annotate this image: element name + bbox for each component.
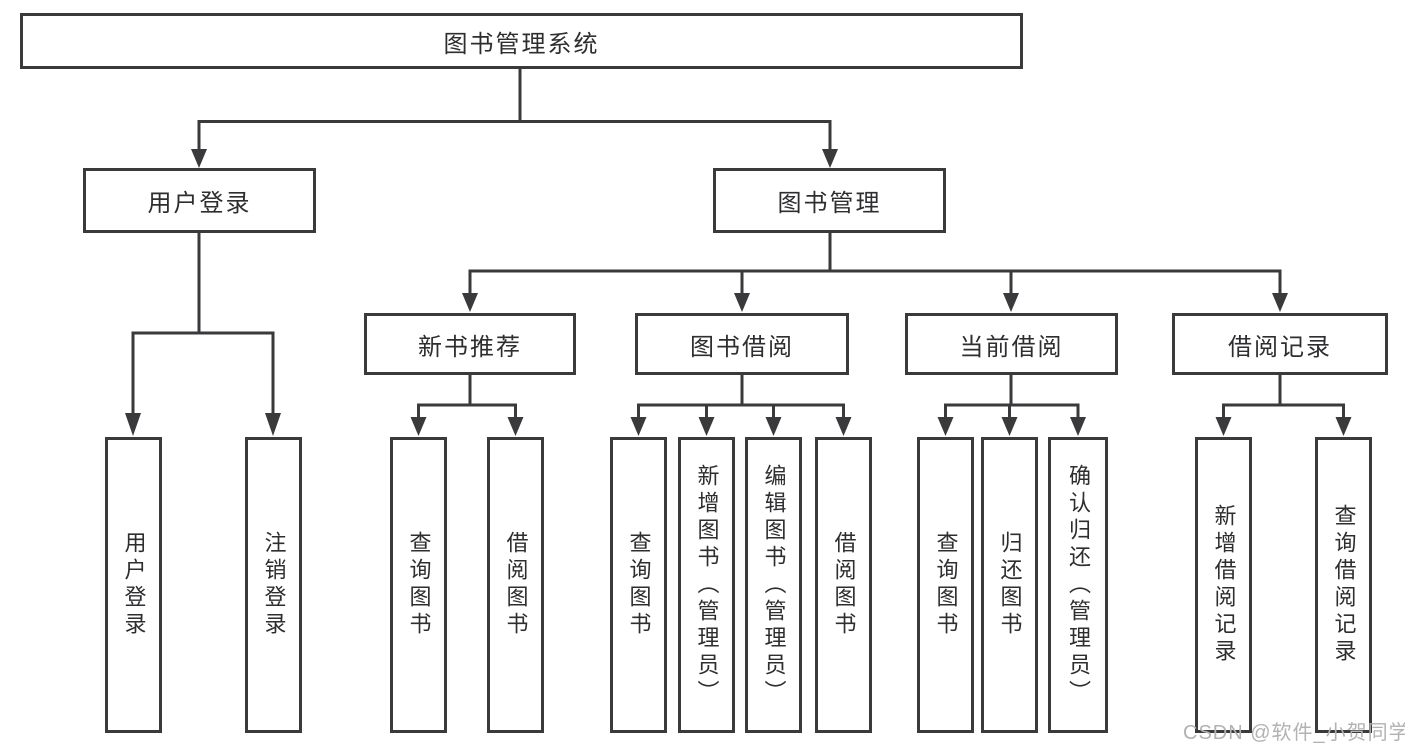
arrowhead-icon <box>265 413 281 436</box>
node-label: 查询图书 <box>933 531 959 639</box>
arrowhead-icon <box>835 417 852 436</box>
arrowhead-icon <box>1070 417 1086 436</box>
leaf-borrow-books-recommend: 借阅图书 <box>487 437 544 733</box>
arrowhead-icon <box>937 417 954 436</box>
node-label: 图书借阅 <box>690 333 794 361</box>
node-label: 编辑图书（管理员） <box>761 463 787 707</box>
leaf-query-borrow-record: 查询借阅记录 <box>1315 437 1372 733</box>
node-book-management: 图书管理 <box>713 168 946 233</box>
arrowhead-icon <box>191 149 207 168</box>
node-current-borrowing: 当前借阅 <box>905 313 1118 375</box>
node-user-login: 用户登录 <box>83 168 316 233</box>
leaf-query-books-current: 查询图书 <box>917 437 974 733</box>
arrowhead-icon <box>630 417 647 436</box>
node-label: 借阅图书 <box>831 531 857 639</box>
node-label: 用户登录 <box>147 190 252 217</box>
connector-root-arrow-stems <box>197 120 832 149</box>
leaf-query-books-recommend: 查询图书 <box>390 437 447 733</box>
node-label: 图书管理系统 <box>443 30 600 58</box>
leaf-return-books: 归还图书 <box>981 437 1038 733</box>
arrowhead-icon <box>822 149 838 168</box>
node-label: 归还图书 <box>997 531 1023 639</box>
node-label: 新书推荐 <box>418 333 522 361</box>
arrowhead-icon <box>1003 293 1019 312</box>
node-label: 新增图书（管理员） <box>694 463 720 707</box>
node-label: 新增借阅记录 <box>1211 504 1237 666</box>
leaf-borrow-books: 借阅图书 <box>815 437 872 733</box>
leaf-add-books-admin: 新增图书（管理员） <box>678 437 735 733</box>
connector-level3-stems <box>468 375 1282 407</box>
arrowhead-icon <box>125 413 141 436</box>
arrowhead-icon <box>1272 293 1288 312</box>
arrowheads <box>125 149 1352 436</box>
connector-level3-arrow-stems <box>468 269 1282 293</box>
node-label: 注销登录 <box>261 531 287 639</box>
node-label: 查询图书 <box>406 531 432 639</box>
node-new-book-recommendation: 新书推荐 <box>364 313 576 375</box>
node-borrowing-records: 借阅记录 <box>1172 313 1388 375</box>
connector-leaf-arrow-stems <box>417 403 1345 417</box>
arrowhead-icon <box>507 417 524 436</box>
arrowhead-icon <box>765 417 782 436</box>
node-label: 查询借阅记录 <box>1331 504 1357 666</box>
arrowhead-icon <box>1215 417 1232 436</box>
leaf-add-borrow-record: 新增借阅记录 <box>1195 437 1252 733</box>
node-label: 图书管理 <box>777 190 882 217</box>
node-label: 查询图书 <box>626 531 652 639</box>
node-library-management-system: 图书管理系统 <box>20 13 1023 69</box>
leaf-logout: 注销登录 <box>245 437 302 733</box>
arrowhead-icon <box>462 293 478 312</box>
arrowhead-icon <box>1335 417 1352 436</box>
arrowhead-icon <box>410 417 427 436</box>
node-label: 借阅记录 <box>1228 333 1332 361</box>
node-label: 确认归还（管理员） <box>1066 463 1091 707</box>
node-label: 当前借阅 <box>959 333 1064 361</box>
node-label: 借阅图书 <box>503 531 529 639</box>
leaf-query-books-borrow: 查询图书 <box>610 437 667 733</box>
arrowhead-icon <box>698 417 715 436</box>
leaf-user-login: 用户登录 <box>105 437 162 733</box>
arrowhead-icon <box>1001 417 1018 436</box>
connector-user-login-arrow-stems <box>131 331 275 414</box>
connector-lines <box>131 69 1345 417</box>
node-book-borrowing: 图书借阅 <box>635 313 849 375</box>
leaf-edit-books-admin: 编辑图书（管理员） <box>745 437 802 733</box>
leaf-confirm-return-admin: 确认归还（管理员） <box>1048 437 1108 733</box>
node-label: 用户登录 <box>121 531 147 639</box>
arrowhead-icon <box>734 293 750 312</box>
